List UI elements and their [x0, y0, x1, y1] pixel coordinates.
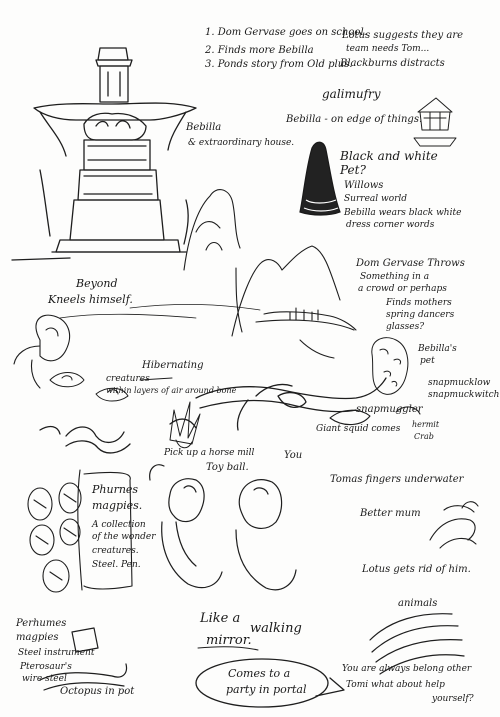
note-perhumes-3: Steel instrument [18, 648, 95, 658]
note-like-a-2: walking [250, 621, 302, 636]
note-like-a-1: Like a [200, 611, 241, 626]
note-lotus-1: Lotus suggests they are [342, 30, 464, 41]
note-you-are-1: You are always belong other [342, 664, 472, 674]
note-hermit-1: hermit [412, 420, 440, 429]
faces-sketch [149, 464, 297, 591]
note-lotus-gets-rid: Lotus gets rid of him. [362, 564, 471, 575]
note-toyball: Toy ball. [206, 462, 249, 473]
note-beyond: Beyond [76, 277, 118, 290]
note-phurnes-1: Phurnes [92, 483, 139, 496]
note-comes-to-1: Comes to a [228, 667, 291, 680]
note-snapmuggler: snapmuggler [356, 404, 423, 415]
note-bebilla-pet-2: pet [420, 356, 435, 366]
note-list-3: 3. Ponds story from Old plus. [205, 59, 353, 70]
note-black-white-5: Bebilla wears black white [344, 208, 462, 218]
hand-sketch [429, 501, 479, 549]
note-list-1: 1. Dom Gervase goes on school. [205, 27, 367, 38]
note-black-white-4: Surreal world [344, 194, 408, 204]
note-snapmuckwitch: snapmuckwitch [428, 390, 500, 400]
note-perhumes-4: Pterosaur's [20, 662, 72, 672]
bebilla-pet-sketch [371, 337, 409, 395]
note-phurnes-5: creatures. [92, 546, 139, 556]
note-you-are-3: yourself? [432, 694, 474, 704]
note-bebilla-house-2: & extraordinary house. [188, 138, 295, 148]
note-dom-throws-2: Something in a [360, 272, 430, 282]
note-hibernating-1: Hibernating [142, 360, 204, 371]
note-bebilla-house: Bebilla [186, 122, 222, 133]
rock-sketch [183, 189, 241, 271]
note-you: You [284, 450, 303, 461]
lantern-sketch [413, 97, 457, 147]
note-phurnes-2: magpies. [92, 499, 143, 512]
note-lotus-3: Blackburns distracts [340, 58, 445, 69]
note-finds-mothers-1: Finds mothers [386, 298, 452, 308]
note-phurnes-3: A collection [92, 520, 146, 530]
note-bebilla-edge: Bebilla - on edge of things. [286, 114, 423, 125]
note-animals: animals [398, 598, 438, 609]
note-hibernating-2: creatures [106, 374, 150, 384]
horizon-lines [59, 303, 261, 319]
tower-sketch [11, 47, 197, 261]
animals-sketch [369, 613, 465, 675]
speech-oval [195, 658, 345, 708]
note-finds-mothers-3: glasses? [386, 322, 425, 332]
note-perhumes-5: wire steel [22, 674, 67, 684]
note-perhumes-2: magpies [16, 632, 59, 643]
note-hibernating-3: within layers of air around bone [106, 386, 237, 395]
note-phurnes-4: of the wonder [92, 532, 156, 542]
note-giant-squid: Giant squid comes [316, 424, 401, 434]
note-finds-mothers-2: spring dancers [386, 310, 455, 320]
note-kneels: Kneels himself. [48, 293, 133, 306]
snapmuggler-sketch [329, 406, 421, 426]
note-dom-throws-3: a crowd or perhaps [358, 284, 447, 294]
note-like-a-3: mirror. [206, 633, 252, 648]
creatures-sketch [49, 372, 173, 402]
dark-figure-sketch [299, 141, 341, 216]
pods-sketch [27, 469, 133, 593]
note-bebilla-pet-1: Bebilla's [418, 344, 457, 354]
note-perhumes-1: Perhumes [16, 618, 67, 629]
note-tomas-fingers: Tomas fingers underwater [330, 474, 464, 485]
note-pick-up: Pick up a horse mill [164, 448, 255, 458]
note-dom-throws-1: Dom Gervase Throws [356, 258, 465, 269]
note-snapmucklow: snapmucklow [428, 378, 491, 388]
note-black-white-1: Black and white [340, 149, 438, 163]
coral-sketch [13, 314, 71, 389]
note-black-white-3: Willows [344, 180, 384, 191]
note-galimufry: galimufry [322, 87, 381, 101]
squid-sketch [195, 377, 387, 431]
note-phurnes-6: Steel. Pen. [92, 560, 141, 570]
note-better-mum: Better mum [360, 508, 421, 519]
note-list-2: 2. Finds more Bebilla [205, 45, 314, 56]
mountain-sketch [231, 245, 357, 359]
note-you-are-2: Tomi what about help [346, 680, 445, 690]
note-black-white-2: Pet? [340, 163, 366, 177]
note-comes-to-2: party in portal [226, 683, 307, 696]
note-black-white-6: dress corner words [346, 220, 435, 230]
note-hermit-2: Crab [414, 432, 434, 441]
note-lotus-2: team needs Tom... [346, 44, 430, 54]
octopus-pot-sketch [39, 627, 128, 691]
note-octopus: Octopus in pot [60, 686, 135, 697]
spiky-creature-sketch [169, 401, 201, 449]
mirror-line [197, 646, 259, 651]
